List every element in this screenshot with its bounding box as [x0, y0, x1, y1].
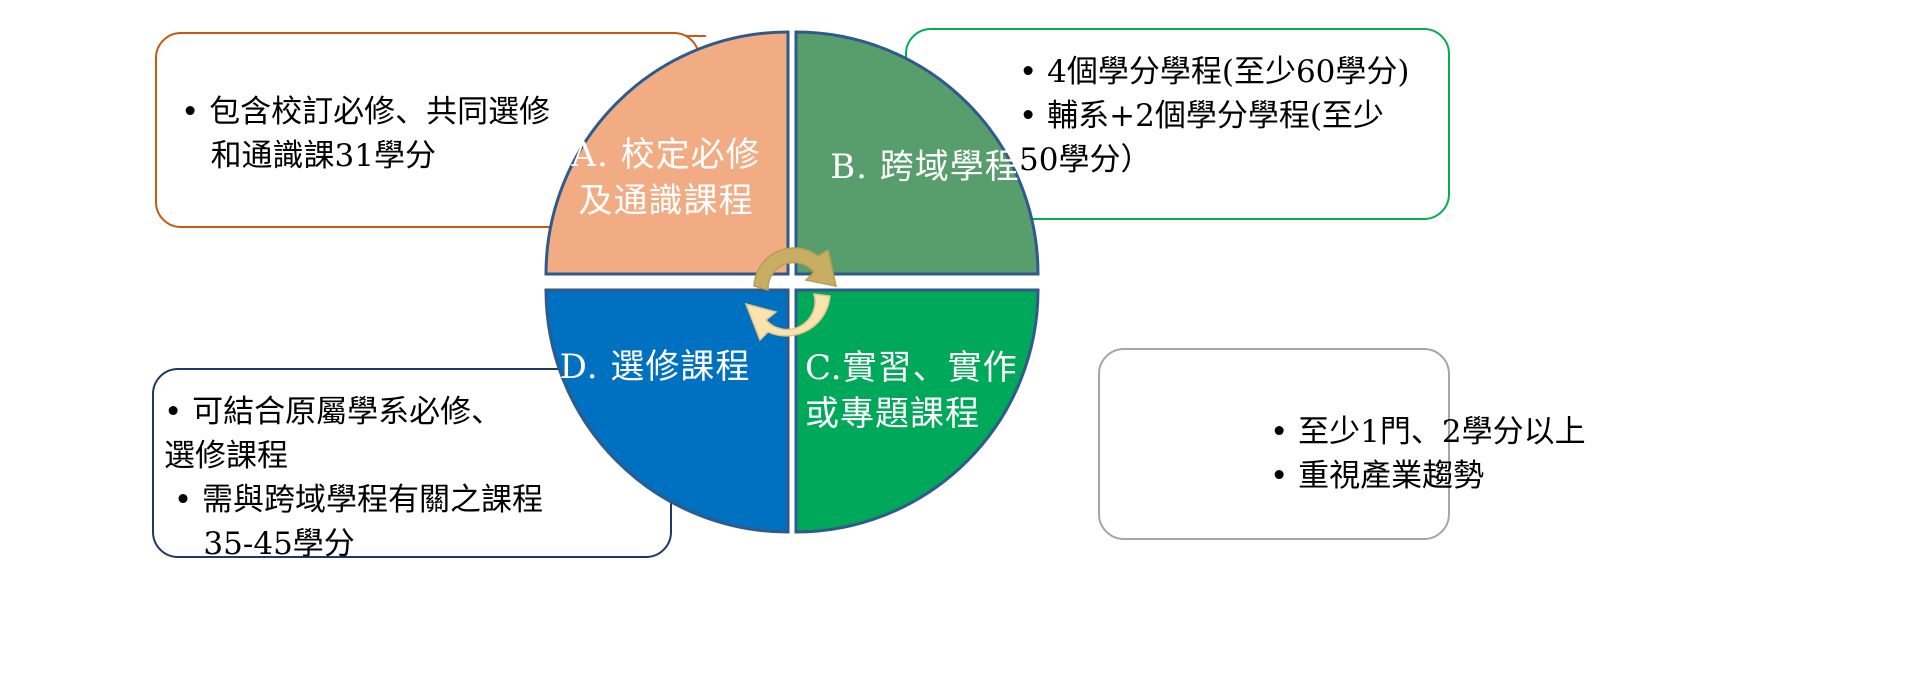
curved-arrow-up-left-icon — [744, 293, 831, 342]
quadrant-c-slice[interactable] — [794, 288, 1040, 534]
quadrant-wheel — [518, 28, 1066, 536]
callout-b-text: • 4個學分學程(至少60學分) • 輔系+2個學分學程(至少 50學分） — [1019, 54, 1410, 179]
quadrant-d-label: D. 選修課程 — [559, 347, 751, 387]
quadrant-c-label: C.實習、實作 或專題課程 — [805, 348, 1018, 434]
quadrant-a-slice[interactable] — [544, 30, 790, 276]
curved-arrow-down-right-icon — [753, 247, 837, 292]
quadrant-d-slice[interactable] — [544, 288, 790, 534]
callout-box-d[interactable]: • 可結合原屬學系必修、 選修課程 • 需與跨域學程有關之課程 35-45學分 — [152, 368, 672, 562]
quadrant-a-label: A. 校定必修 及通識課程 — [571, 135, 761, 221]
callout-d-text: • 可結合原屬學系必修、 選修課程 • 需與跨域學程有關之課程 35-45學分 — [164, 394, 543, 563]
callout-box-c[interactable]: • 至少1門、2學分以上 • 重視產業趨勢 — [1098, 348, 1586, 540]
quadrant-b-slice[interactable] — [794, 30, 1040, 276]
callout-c-text: • 至少1門、2學分以上 • 重視產業趨勢 — [1270, 414, 1586, 495]
callout-a-text: • 包含校訂必修、共同選修 和通識課31學分 — [181, 94, 551, 175]
quadrant-b-label: B. 跨域學程 — [830, 147, 1020, 187]
